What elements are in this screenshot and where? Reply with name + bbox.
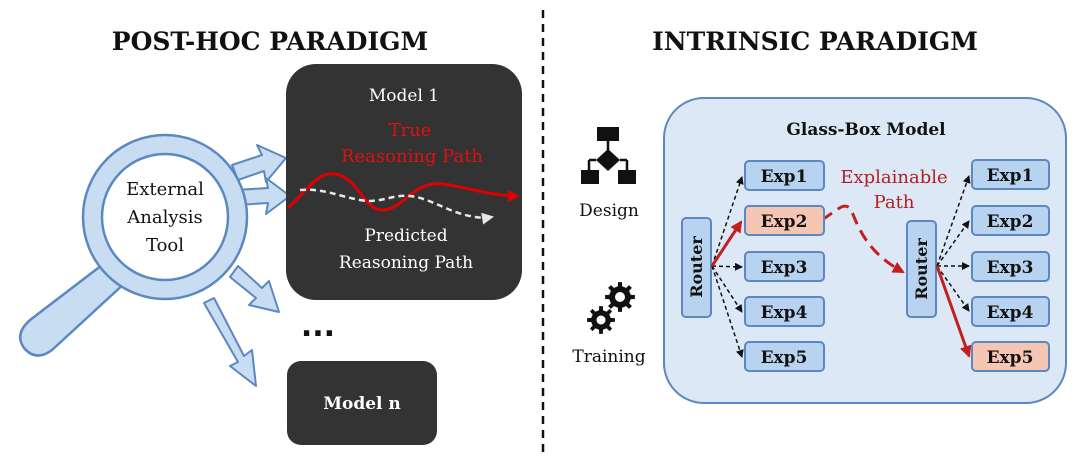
- expert-box: [971, 296, 1050, 327]
- magnifier-lens: [100, 152, 230, 282]
- design-label: Design: [579, 201, 639, 221]
- expert-box-selected: [971, 341, 1050, 372]
- explainable-path-label-2: Path: [874, 192, 915, 213]
- analysis-arrows: [203, 144, 291, 387]
- expert-label: Exp3: [987, 258, 1034, 278]
- modeln-title: Model n: [323, 394, 401, 414]
- gear-large-hole: [615, 292, 625, 302]
- expert-column-2: Exp1 Exp2 Exp3 Exp4 Exp5: [971, 159, 1050, 372]
- analysis-arrow-lower: [229, 265, 280, 313]
- expert-box: [744, 251, 825, 282]
- expert-column-1: Exp1 Exp2 Exp3 Exp4 Exp5: [744, 160, 825, 372]
- model1-box: [286, 64, 522, 300]
- expert-box-selected: [744, 205, 825, 236]
- expert-label: Exp4: [987, 303, 1034, 323]
- gear-icon: [587, 282, 635, 334]
- expert-label: Exp1: [987, 166, 1034, 186]
- modeln-box: [287, 361, 437, 445]
- expert-box: [744, 160, 825, 191]
- expert-box: [971, 251, 1050, 282]
- explainable-path-label-1: Explainable: [840, 167, 947, 188]
- router-2-label: Router: [912, 238, 931, 300]
- magnifier-handle: [18, 260, 128, 357]
- router-1-label: Router: [687, 236, 706, 298]
- expert-label: Exp3: [761, 258, 808, 278]
- tool-label-line1: External: [126, 179, 204, 200]
- gear-small-hole: [596, 315, 606, 325]
- expert-label: Exp5: [987, 348, 1034, 368]
- expert-label: Exp2: [987, 212, 1034, 232]
- glass-box-title: Glass-Box Model: [786, 120, 946, 140]
- ellipsis: ...: [301, 309, 335, 344]
- expert-label: Exp1: [761, 167, 808, 187]
- predicted-reasoning-path: [299, 188, 494, 225]
- intrinsic-title: INTRINSIC PARADIGM: [652, 27, 978, 56]
- tool-label-line3: Tool: [146, 235, 184, 256]
- expert-box: [971, 205, 1050, 236]
- expert-label: Exp2: [761, 212, 808, 232]
- true-path-label-2: Reasoning Path: [341, 146, 483, 167]
- router-2-connectors: [936, 175, 971, 312]
- flowchart-icon: [581, 127, 636, 184]
- expert-box: [744, 341, 825, 372]
- post-hoc-title: POST-HOC PARADIGM: [112, 27, 428, 56]
- true-reasoning-path: [286, 172, 520, 212]
- predicted-path-label-1: Predicted: [364, 226, 447, 246]
- model1-title: Model 1: [369, 86, 439, 106]
- expert-box: [971, 159, 1050, 190]
- analysis-arrow-upper: [231, 144, 287, 183]
- router-2-selected-connector: [935, 265, 972, 358]
- tool-label-line2: Analysis: [126, 207, 202, 228]
- router-1-selected-connector: [710, 220, 743, 267]
- magnifier-icon: [18, 133, 249, 357]
- expert-label: Exp4: [761, 303, 808, 323]
- predicted-path-label-2: Reasoning Path: [339, 253, 473, 273]
- training-label: Training: [572, 347, 645, 367]
- expert-box: [744, 296, 825, 327]
- true-path-label-1: True: [389, 120, 432, 141]
- router-1-connectors: [711, 176, 744, 358]
- router-1: [681, 217, 712, 318]
- analysis-arrow-bottom: [203, 297, 257, 387]
- router-2: [906, 220, 937, 318]
- expert-label: Exp5: [761, 348, 808, 368]
